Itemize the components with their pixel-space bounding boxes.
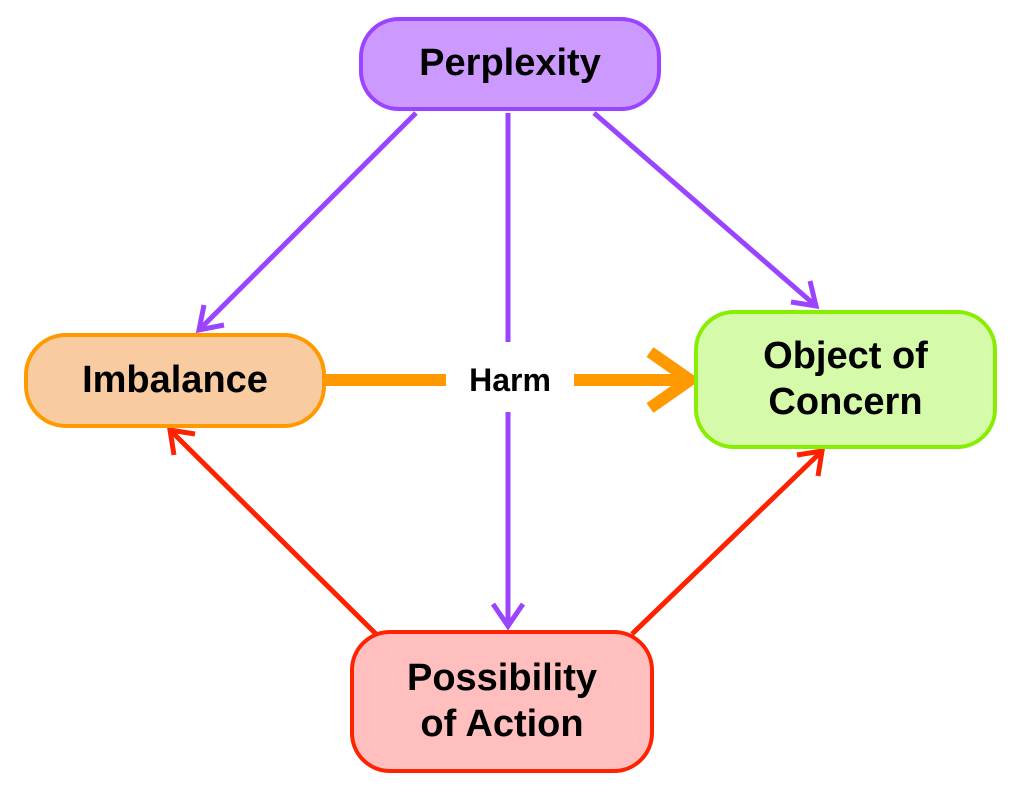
edge-perplexity-object <box>592 111 820 310</box>
node-label: Perplexity <box>419 42 601 85</box>
edge-imbalance-object <box>326 347 701 413</box>
arrowhead-icon <box>790 280 820 310</box>
edge-possibility-imbalance <box>166 426 378 636</box>
node-label: Imbalance <box>82 358 268 401</box>
node-perplexity[interactable]: Perplexity <box>359 17 661 111</box>
edge-possibility-object <box>630 447 826 636</box>
arrowhead-icon <box>490 602 526 631</box>
node-object-of-concern[interactable]: Object of Concern <box>694 310 997 449</box>
edge-perplexity-imbalance <box>195 111 418 334</box>
arrowhead-icon <box>166 426 196 456</box>
arrowhead-icon <box>796 447 826 477</box>
node-imbalance[interactable]: Imbalance <box>24 333 326 428</box>
arrowhead-icon <box>195 304 225 334</box>
node-label: Object of Concern <box>763 334 928 423</box>
node-label: Possibility of Action <box>406 656 598 745</box>
node-possibility-of-action[interactable]: Possibility of Action <box>350 630 654 773</box>
edge-perplexity-possibility <box>490 113 526 631</box>
harm-edge-label: Harm <box>446 358 574 402</box>
arrowhead-icon <box>646 347 701 413</box>
